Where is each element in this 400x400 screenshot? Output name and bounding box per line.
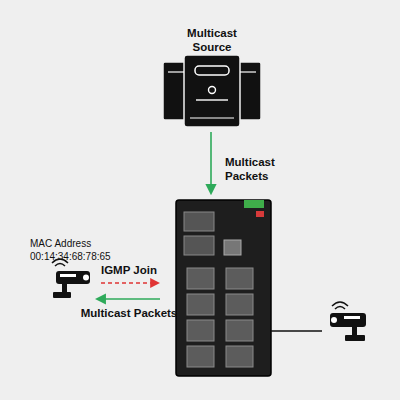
sfp-port	[184, 212, 214, 231]
camera-lens	[331, 317, 337, 323]
server-slot	[195, 66, 229, 75]
server-tower	[184, 55, 240, 127]
camera-icon	[52, 259, 90, 298]
switch-icon	[176, 200, 271, 376]
camera-stripe	[344, 316, 360, 319]
camera-mount	[53, 292, 71, 298]
camera-icon	[330, 302, 366, 341]
server-line	[190, 117, 234, 118]
node-text: Multicast Source	[176, 26, 248, 54]
console-port	[224, 240, 241, 255]
igmp-arrow	[101, 282, 158, 283]
server-line	[196, 99, 228, 100]
ethernet-port	[226, 346, 253, 367]
camera-body	[56, 271, 90, 284]
ethernet-port	[187, 346, 214, 367]
ethernet-port	[226, 294, 253, 315]
node-text: MAC Address 00:14:34:68:78:65	[30, 237, 134, 263]
arrow-label: Multicast Packets	[72, 306, 186, 320]
server-node: Multicast Source	[150, 26, 274, 56]
camera-mount	[345, 335, 365, 341]
multicast-arrow	[97, 298, 160, 300]
switch-body	[176, 200, 271, 376]
ethernet-port	[226, 268, 253, 289]
server-icon	[163, 55, 261, 127]
ethernet-port	[187, 268, 214, 289]
multicast-arrow	[210, 132, 212, 193]
wifi-symbol	[332, 302, 348, 306]
sfp-port	[184, 236, 214, 255]
camera-mount	[352, 327, 357, 336]
ethernet-port	[187, 320, 214, 341]
status-led	[256, 211, 264, 217]
wifi-symbol	[55, 264, 65, 267]
arrow-label: Multicast Packets	[225, 155, 289, 183]
server-button	[209, 87, 216, 94]
server-line	[240, 71, 256, 72]
server-line	[168, 71, 184, 72]
ethernet-port	[187, 294, 214, 315]
camera-body	[330, 313, 366, 327]
ethernet-port	[226, 320, 253, 341]
arrow-label: IGMP Join	[98, 263, 160, 277]
power-terminal	[244, 200, 264, 208]
camera-stripe	[60, 274, 76, 277]
camera-node: MAC Address 00:14:34:68:78:65	[30, 237, 134, 265]
camera-lens	[83, 275, 89, 281]
cable	[271, 330, 322, 332]
wifi-symbol	[335, 307, 345, 310]
